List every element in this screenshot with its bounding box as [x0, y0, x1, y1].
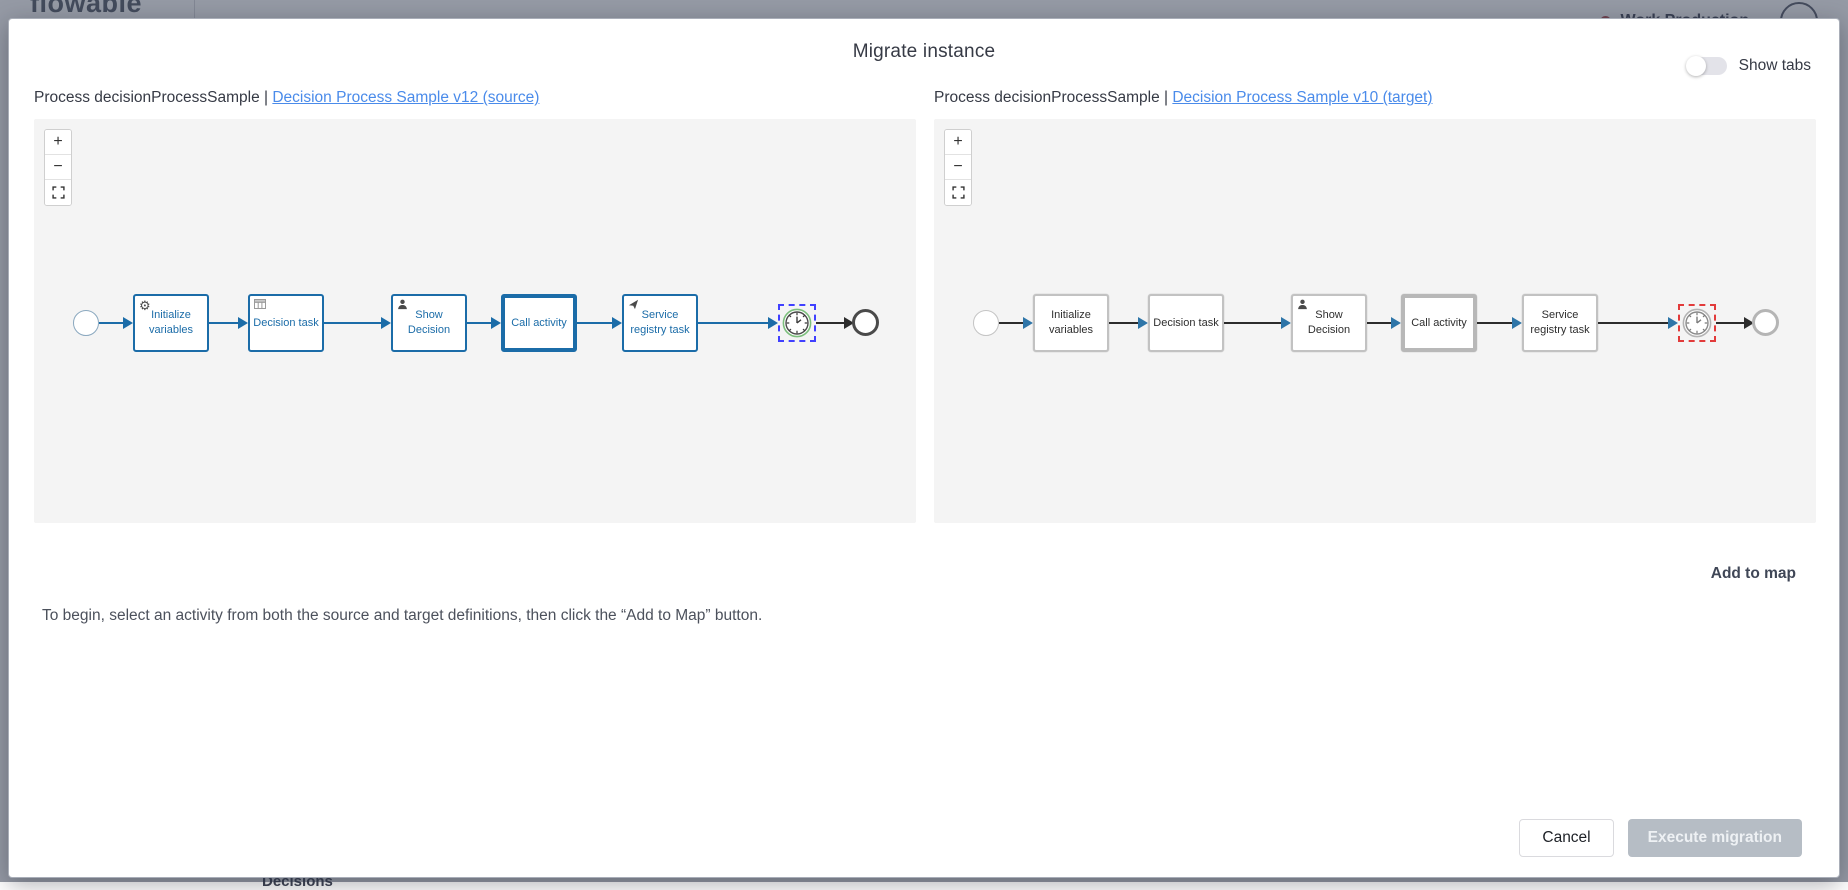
end-event[interactable] [1752, 309, 1779, 336]
sequence-flow [209, 322, 238, 324]
task-label: Decision task [253, 316, 319, 329]
source-diagram-canvas[interactable]: + − ⚙ Initialize variables Decision task… [34, 119, 916, 523]
zoom-out-button[interactable]: − [945, 155, 971, 180]
source-zoom-controls: + − [44, 129, 72, 206]
arrowhead-icon [1512, 317, 1522, 329]
arrowhead-icon [123, 317, 133, 329]
source-selection-box [778, 304, 816, 342]
target-definition-link[interactable]: Decision Process Sample v10 (target) [1172, 89, 1433, 106]
arrowhead-icon [238, 317, 248, 329]
user-icon [397, 299, 408, 313]
timer-event[interactable] [782, 308, 812, 338]
task-show-decision[interactable]: Show Decision [391, 294, 467, 352]
migrate-instance-dialog: Migrate instance Show tabs Process decis… [8, 18, 1840, 878]
fit-screen-button[interactable] [945, 180, 971, 205]
sequence-flow [698, 322, 768, 324]
send-icon [628, 299, 639, 313]
arrowhead-icon [1668, 317, 1678, 329]
task-label: Service registry task [1530, 309, 1590, 336]
fit-screen-icon [51, 186, 65, 199]
show-tabs-label: Show tabs [1738, 57, 1811, 74]
task-decision-task[interactable]: Decision task [248, 294, 324, 352]
add-to-map-button[interactable]: Add to map [1710, 565, 1796, 582]
task-label: Call activity [1411, 316, 1467, 329]
task-initialize-variables[interactable]: ⚙ Initialize variables [133, 294, 209, 352]
arrowhead-icon [768, 317, 778, 329]
sequence-flow [1716, 322, 1744, 324]
sequence-flow [1367, 322, 1391, 324]
start-event[interactable] [973, 310, 999, 336]
task-label: Initialize variables [1048, 309, 1094, 336]
user-icon [1297, 299, 1308, 313]
task-label: Initialize variables [148, 309, 194, 336]
instruction-text: To begin, select an activity from both t… [42, 607, 763, 624]
target-process-name: Process decisionProcessSample | [934, 89, 1173, 106]
source-process-name: Process decisionProcessSample | [34, 89, 273, 106]
target-selection-box [1678, 304, 1716, 342]
task-label: Decision task [1153, 316, 1219, 329]
clock-icon [1682, 308, 1712, 338]
task-label: Service registry task [630, 309, 690, 336]
source-panel-header: Process decisionProcessSample | Decision… [34, 89, 539, 107]
sequence-flow [816, 322, 844, 324]
sequence-flow [1224, 322, 1281, 324]
task-label: Call activity [511, 316, 567, 329]
zoom-in-button[interactable]: + [945, 130, 971, 155]
table-icon [254, 299, 266, 312]
task-initialize-variables[interactable]: Initialize variables [1033, 294, 1109, 352]
arrowhead-icon [1391, 317, 1401, 329]
timer-event[interactable] [1682, 308, 1712, 338]
clock-icon [782, 308, 812, 338]
sequence-flow [999, 322, 1024, 324]
task-label: Show Decision [407, 309, 451, 336]
task-decision-task[interactable]: Decision task [1148, 294, 1224, 352]
cancel-button[interactable]: Cancel [1519, 819, 1614, 857]
start-event[interactable] [73, 310, 99, 336]
target-zoom-controls: + − [944, 129, 972, 206]
task-service-registry[interactable]: Service registry task [1522, 294, 1598, 352]
arrowhead-icon [491, 317, 501, 329]
task-label: Show Decision [1307, 309, 1351, 336]
arrowhead-icon [1281, 317, 1291, 329]
sequence-flow [577, 322, 612, 324]
sequence-flow [324, 322, 381, 324]
arrowhead-icon [844, 317, 854, 329]
arrowhead-icon [612, 317, 622, 329]
source-definition-link[interactable]: Decision Process Sample v12 (source) [272, 89, 540, 106]
toggle-knob[interactable] [1685, 56, 1706, 76]
dialog-footer: Cancel Execute migration [1519, 819, 1802, 857]
arrowhead-icon [1138, 317, 1148, 329]
task-service-registry[interactable]: Service registry task [622, 294, 698, 352]
execute-migration-button[interactable]: Execute migration [1627, 819, 1802, 857]
task-show-decision[interactable]: Show Decision [1291, 294, 1367, 352]
fit-screen-icon [951, 186, 965, 199]
fit-screen-button[interactable] [45, 180, 71, 205]
target-panel-header: Process decisionProcessSample | Decision… [934, 89, 1433, 107]
sequence-flow [99, 322, 124, 324]
toggle-track[interactable] [1685, 56, 1727, 76]
arrowhead-icon [381, 317, 391, 329]
sequence-flow [1477, 322, 1512, 324]
page-title: Migrate instance [852, 41, 996, 62]
zoom-out-button[interactable]: − [45, 155, 71, 180]
sequence-flow [1598, 322, 1668, 324]
sequence-flow [1109, 322, 1138, 324]
end-event[interactable] [852, 309, 879, 336]
arrowhead-icon [1744, 317, 1754, 329]
target-diagram-canvas[interactable]: + − Initialize variables Decision task S… [934, 119, 1816, 523]
task-call-activity[interactable]: Call activity [1401, 294, 1477, 352]
task-call-activity[interactable]: Call activity [501, 294, 577, 352]
arrowhead-icon [1023, 317, 1033, 329]
gear-icon: ⚙ [139, 298, 151, 313]
zoom-in-button[interactable]: + [45, 130, 71, 155]
sequence-flow [467, 322, 491, 324]
show-tabs-toggle[interactable]: Show tabs [1685, 56, 1811, 76]
